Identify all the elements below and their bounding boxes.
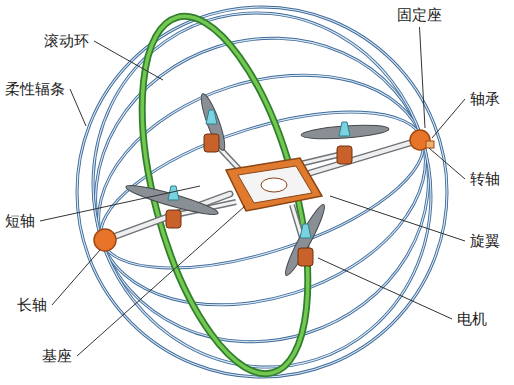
spoke-core [48,0,476,385]
spoke [48,0,476,385]
motor [298,248,313,266]
spoke-core [57,0,468,384]
motor [204,134,219,152]
leader-line [77,206,245,356]
motor [166,210,181,228]
part-label: 固定座 [395,6,444,24]
bearing [426,141,434,148]
spoke-core [69,36,455,343]
part-label: 基座 [40,347,74,365]
part-label: 电机 [455,310,489,328]
spoke [83,80,441,300]
leader-line [94,41,163,80]
propeller [281,202,329,278]
propeller [301,123,390,141]
motor-cone [300,224,311,238]
part-label: 旋翼 [468,232,502,250]
motor-cone [339,122,350,136]
part-label: 长轴 [15,296,49,314]
sphere-outline-core [77,7,447,377]
base-plate [226,158,322,211]
motor-cone [206,110,217,124]
sphere-outline [77,7,447,377]
spoke [57,0,468,384]
leader-line [52,250,100,305]
part-label: 柔性辐条 [3,80,67,98]
motor [337,146,352,164]
fixed-seat [94,229,116,251]
part-label: 短轴 [3,212,37,230]
base-hole [261,178,287,192]
leader-line [420,27,426,128]
short-axis-core [300,154,342,164]
base-plate-top [238,166,312,203]
short-axis [300,154,342,164]
spoke [69,36,455,343]
leader-line [70,89,86,126]
part-label: 轴承 [468,90,502,108]
propeller [197,92,229,152]
spoke-core [83,80,441,300]
leader-line [432,99,465,138]
leader-line [40,186,200,221]
part-label: 转轴 [468,170,502,188]
leader-line [330,196,465,241]
leader-line [429,148,465,179]
part-label: 滚动环 [42,32,91,50]
leader-line [318,258,452,319]
